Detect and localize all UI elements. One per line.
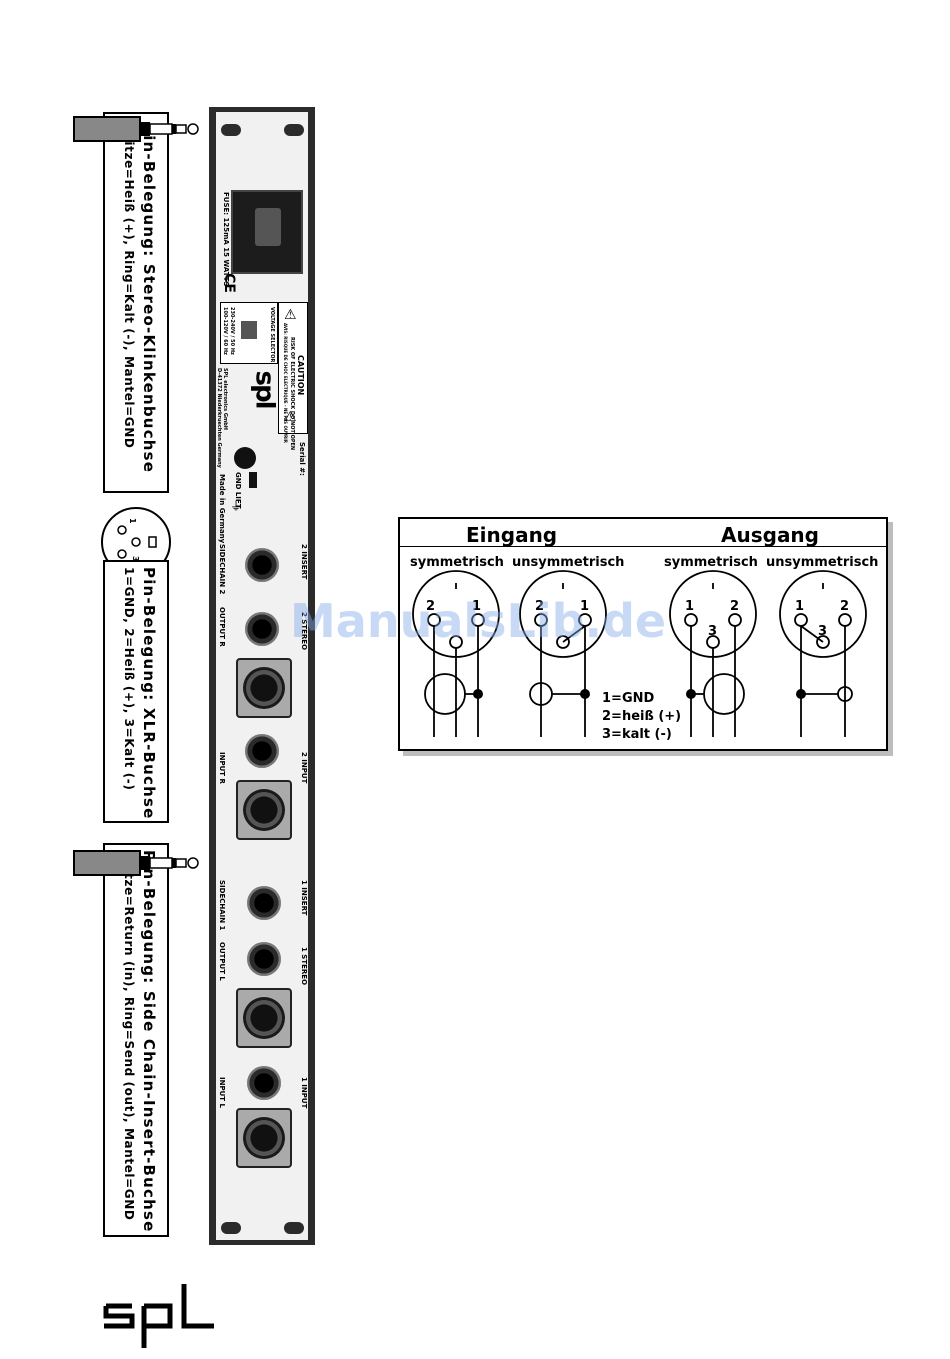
sidechain-pinout-detail: Spitze=Return (in), Ring=Send (out), Man…: [122, 850, 136, 1221]
input-l-jack[interactable]: [247, 1066, 281, 1100]
pin-1-out-unsym: 1: [795, 599, 804, 614]
heading-ausgang: Ausgang: [721, 523, 819, 547]
input-r-jack[interactable]: [245, 734, 279, 768]
xlr-pinout-title: Pin-Belegung: XLR-Buchse: [140, 566, 158, 820]
legend-cold: 3=kalt (-): [602, 727, 672, 742]
label-input-1: 1 INPUT: [300, 1077, 308, 1109]
output-r-xlr[interactable]: [236, 658, 292, 718]
wiring-diagram: Eingang Ausgang symmetrisch unsymmetrisc…: [398, 517, 888, 751]
label-input-l: INPUT L: [218, 1077, 226, 1108]
label-ausgang-symmetrisch: symmetrisch: [664, 555, 758, 570]
stereo-jack-pinout-title: Pin-Belegung: Stereo-Klinkenbuchse: [140, 122, 158, 473]
sidechain-pinout-box: Pin-Belegung: Side Chain-Insert-Buchse S…: [103, 843, 169, 1237]
input-l-xlr[interactable]: [236, 1108, 292, 1168]
label-sidechain-2: SIDECHAIN 2: [218, 544, 226, 595]
gnd-lift-indicator: [249, 472, 257, 488]
pin-1-in-sym: 1: [472, 599, 481, 614]
serial-label: Serial #:: [298, 442, 306, 476]
rack-hole-top-left: [221, 124, 241, 136]
label-ausgang-unsymmetrisch: unsymmetrisch: [766, 555, 879, 570]
heading-eingang: Eingang: [466, 523, 558, 547]
sidechain-plug-icon: [73, 850, 199, 876]
rack-hole-bottom-left: [221, 1222, 241, 1234]
xlr-icon-pin-3: 3: [131, 556, 140, 562]
voltage-selector: VOLTAGE SELECTOR 230-240V / 50 Hz 100-12…: [220, 302, 278, 364]
xlr-connector-icon: 1 3 2: [101, 507, 171, 577]
input-r-xlr[interactable]: [236, 780, 292, 840]
spl-logo: [98, 1278, 218, 1348]
pin-2-in-sym: 2: [426, 599, 435, 614]
warning-triangle-icon: ⚠: [284, 307, 297, 323]
company-name: SPL electronics GmbH: [222, 368, 228, 430]
pin-3-out-sym: 3: [708, 624, 717, 639]
label-output-r: OUTPUT R: [218, 607, 226, 647]
rack-hole-top-right: [284, 124, 304, 136]
label-insert-1: 1 INSERT: [300, 880, 308, 916]
panel-spl-logo: spl: [249, 370, 280, 408]
gnd-lift-switch[interactable]: [234, 447, 256, 469]
label-stereo-1: 1 STEREO: [300, 947, 308, 986]
power-inlet: [231, 190, 303, 274]
sidechain-2-jack[interactable]: [245, 548, 279, 582]
output-l-jack[interactable]: [247, 942, 281, 976]
label-input-r: INPUT R: [218, 752, 226, 784]
stereo-plug-icon: [73, 116, 199, 142]
watermark: ManualsLib.de: [290, 594, 667, 648]
pin-3-out-unsym: 3: [818, 624, 827, 639]
output-l-xlr[interactable]: [236, 988, 292, 1048]
rear-panel: FUSE: 125mA 15 WATTS CE CAUTION RISK OF …: [209, 107, 315, 1245]
label-input-2: 2 INPUT: [300, 752, 308, 784]
spl-logo-graphic: [103, 1284, 214, 1348]
pin-2-out-unsym: 2: [840, 599, 849, 614]
pin-1-out-sym: 1: [685, 599, 694, 614]
sidechain-pinout-title: Pin-Belegung: Side Chain-Insert-Buchse: [140, 850, 158, 1233]
pin-2-in-unsym: 2: [535, 599, 544, 614]
ground-icon: ⏚: [230, 499, 243, 513]
xlr-pinout-detail: 1=GND, 2=Heiß (+), 3=Kalt (-): [122, 566, 136, 790]
label-output-l: OUTPUT L: [218, 942, 226, 981]
sidechain-1-jack[interactable]: [247, 886, 281, 920]
rack-hole-bottom-right: [284, 1222, 304, 1234]
label-sidechain-1: SIDECHAIN 1: [218, 880, 226, 931]
stereo-jack-pinout-detail: Spitze=Heiß (+), Ring=Kalt (-), Mantel=G…: [122, 122, 136, 448]
rear-panel-face: FUSE: 125mA 15 WATTS CE CAUTION RISK OF …: [216, 112, 308, 1240]
legend-gnd: 1=GND: [602, 691, 655, 706]
made-in-label: Made in Germany: [218, 474, 226, 544]
output-r-jack[interactable]: [245, 612, 279, 646]
pin-2-out-sym: 2: [730, 599, 739, 614]
warning-exclamation-icon: ⚠: [284, 409, 297, 425]
legend-hot: 2=heiß (+): [602, 709, 682, 724]
xlr-wiring-drawing: 2 1 2 1 1 2 3 1 2 3: [412, 570, 867, 737]
ce-mark-icon: CE: [220, 273, 237, 293]
caution-label: CAUTION RISK OF ELECTRIC SHOCK DO NOT OP…: [278, 302, 308, 450]
label-eingang-unsymmetrisch: unsymmetrisch: [512, 555, 625, 570]
xlr-icon-pin-1: 1: [128, 518, 137, 524]
label-eingang-symmetrisch: symmetrisch: [410, 555, 504, 570]
stereo-jack-pinout-box: Pin-Belegung: Stereo-Klinkenbuchse Spitz…: [103, 112, 169, 493]
pin-1-in-unsym: 1: [580, 599, 589, 614]
company-address: D-41372 Niederkruechten Germany: [216, 368, 222, 468]
pin-legend: 1=GND 2=heiß (+) 3=kalt (-): [602, 690, 681, 744]
heading-underline: [400, 546, 886, 547]
xlr-pinout-box: Pin-Belegung: XLR-Buchse 1=GND, 2=Heiß (…: [103, 560, 169, 823]
label-insert-2: 2 INSERT: [300, 544, 308, 580]
